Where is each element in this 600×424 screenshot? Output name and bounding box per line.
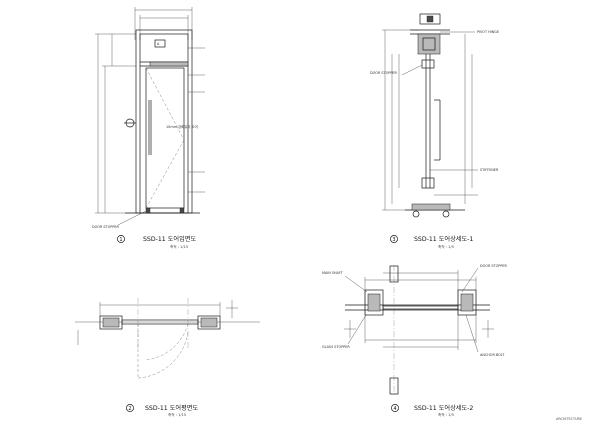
panel-3-title: SSD-11 도어상세도-1	[414, 235, 473, 243]
panel-2-door-plan: 2 SSD-11 도어평면도 축척 : 1/15	[75, 298, 260, 417]
watermark: ARCHITECTURE	[556, 417, 582, 421]
detail2-stopper-right-note: DOOR STOPPER	[480, 264, 508, 268]
panel-1-door-elevation: A 10mm 강화유리 도어 DOOR STOPPER 1 SSD-	[92, 7, 205, 249]
elevation-stopper-note: DOOR STOPPER	[92, 225, 120, 229]
panel-4-title: SSD-11 도어상세도-2	[414, 404, 473, 412]
panel-3-number-circle	[390, 235, 398, 243]
detail1-pivot-note: PIVOT HINGE	[477, 30, 499, 34]
panel-3-door-detail-1: PIVOT HINGE STIFFENER DOOR STOPPER 3 SSD…	[370, 13, 499, 249]
panel-1-title: SSD-11 도어입면도	[143, 235, 196, 243]
elevation-glass-note: 10mm 강화유리 도어	[166, 124, 198, 129]
detail1-stiffener-note: STIFFENER	[480, 168, 499, 172]
panel-4-number-circle	[391, 404, 399, 412]
detail2-main-shaft-note: MAIN SHAFT	[322, 271, 344, 275]
detail2-anchor-note: ANCHOR BOLT	[480, 353, 505, 357]
panel-1-scale: 축척 : 1/15	[170, 244, 188, 249]
panel-2-scale: 축척 : 1/15	[168, 412, 186, 417]
panel-4-door-detail-2: MAIN SHAFT DOOR STOPPER GLASS STOPPER AN…	[322, 264, 508, 417]
panel-1-number: 1	[119, 237, 122, 243]
panel-3-number: 3	[392, 237, 395, 243]
panel-1-number-circle	[117, 235, 125, 243]
panel-2-title: SSD-11 도어평면도	[145, 404, 198, 412]
panel-2-number: 2	[128, 406, 131, 412]
panel-4-number: 4	[393, 406, 396, 412]
detail2-stopper-left-note: GLASS STOPPER	[322, 345, 350, 349]
panel-4-scale: 축척 : 1/5	[438, 412, 454, 417]
svg-text:A: A	[157, 42, 160, 46]
panel-2-number-circle	[126, 404, 134, 412]
panel-3-scale: 축척 : 1/5	[438, 244, 454, 249]
detail1-stopper-note: DOOR STOPPER	[370, 71, 398, 75]
